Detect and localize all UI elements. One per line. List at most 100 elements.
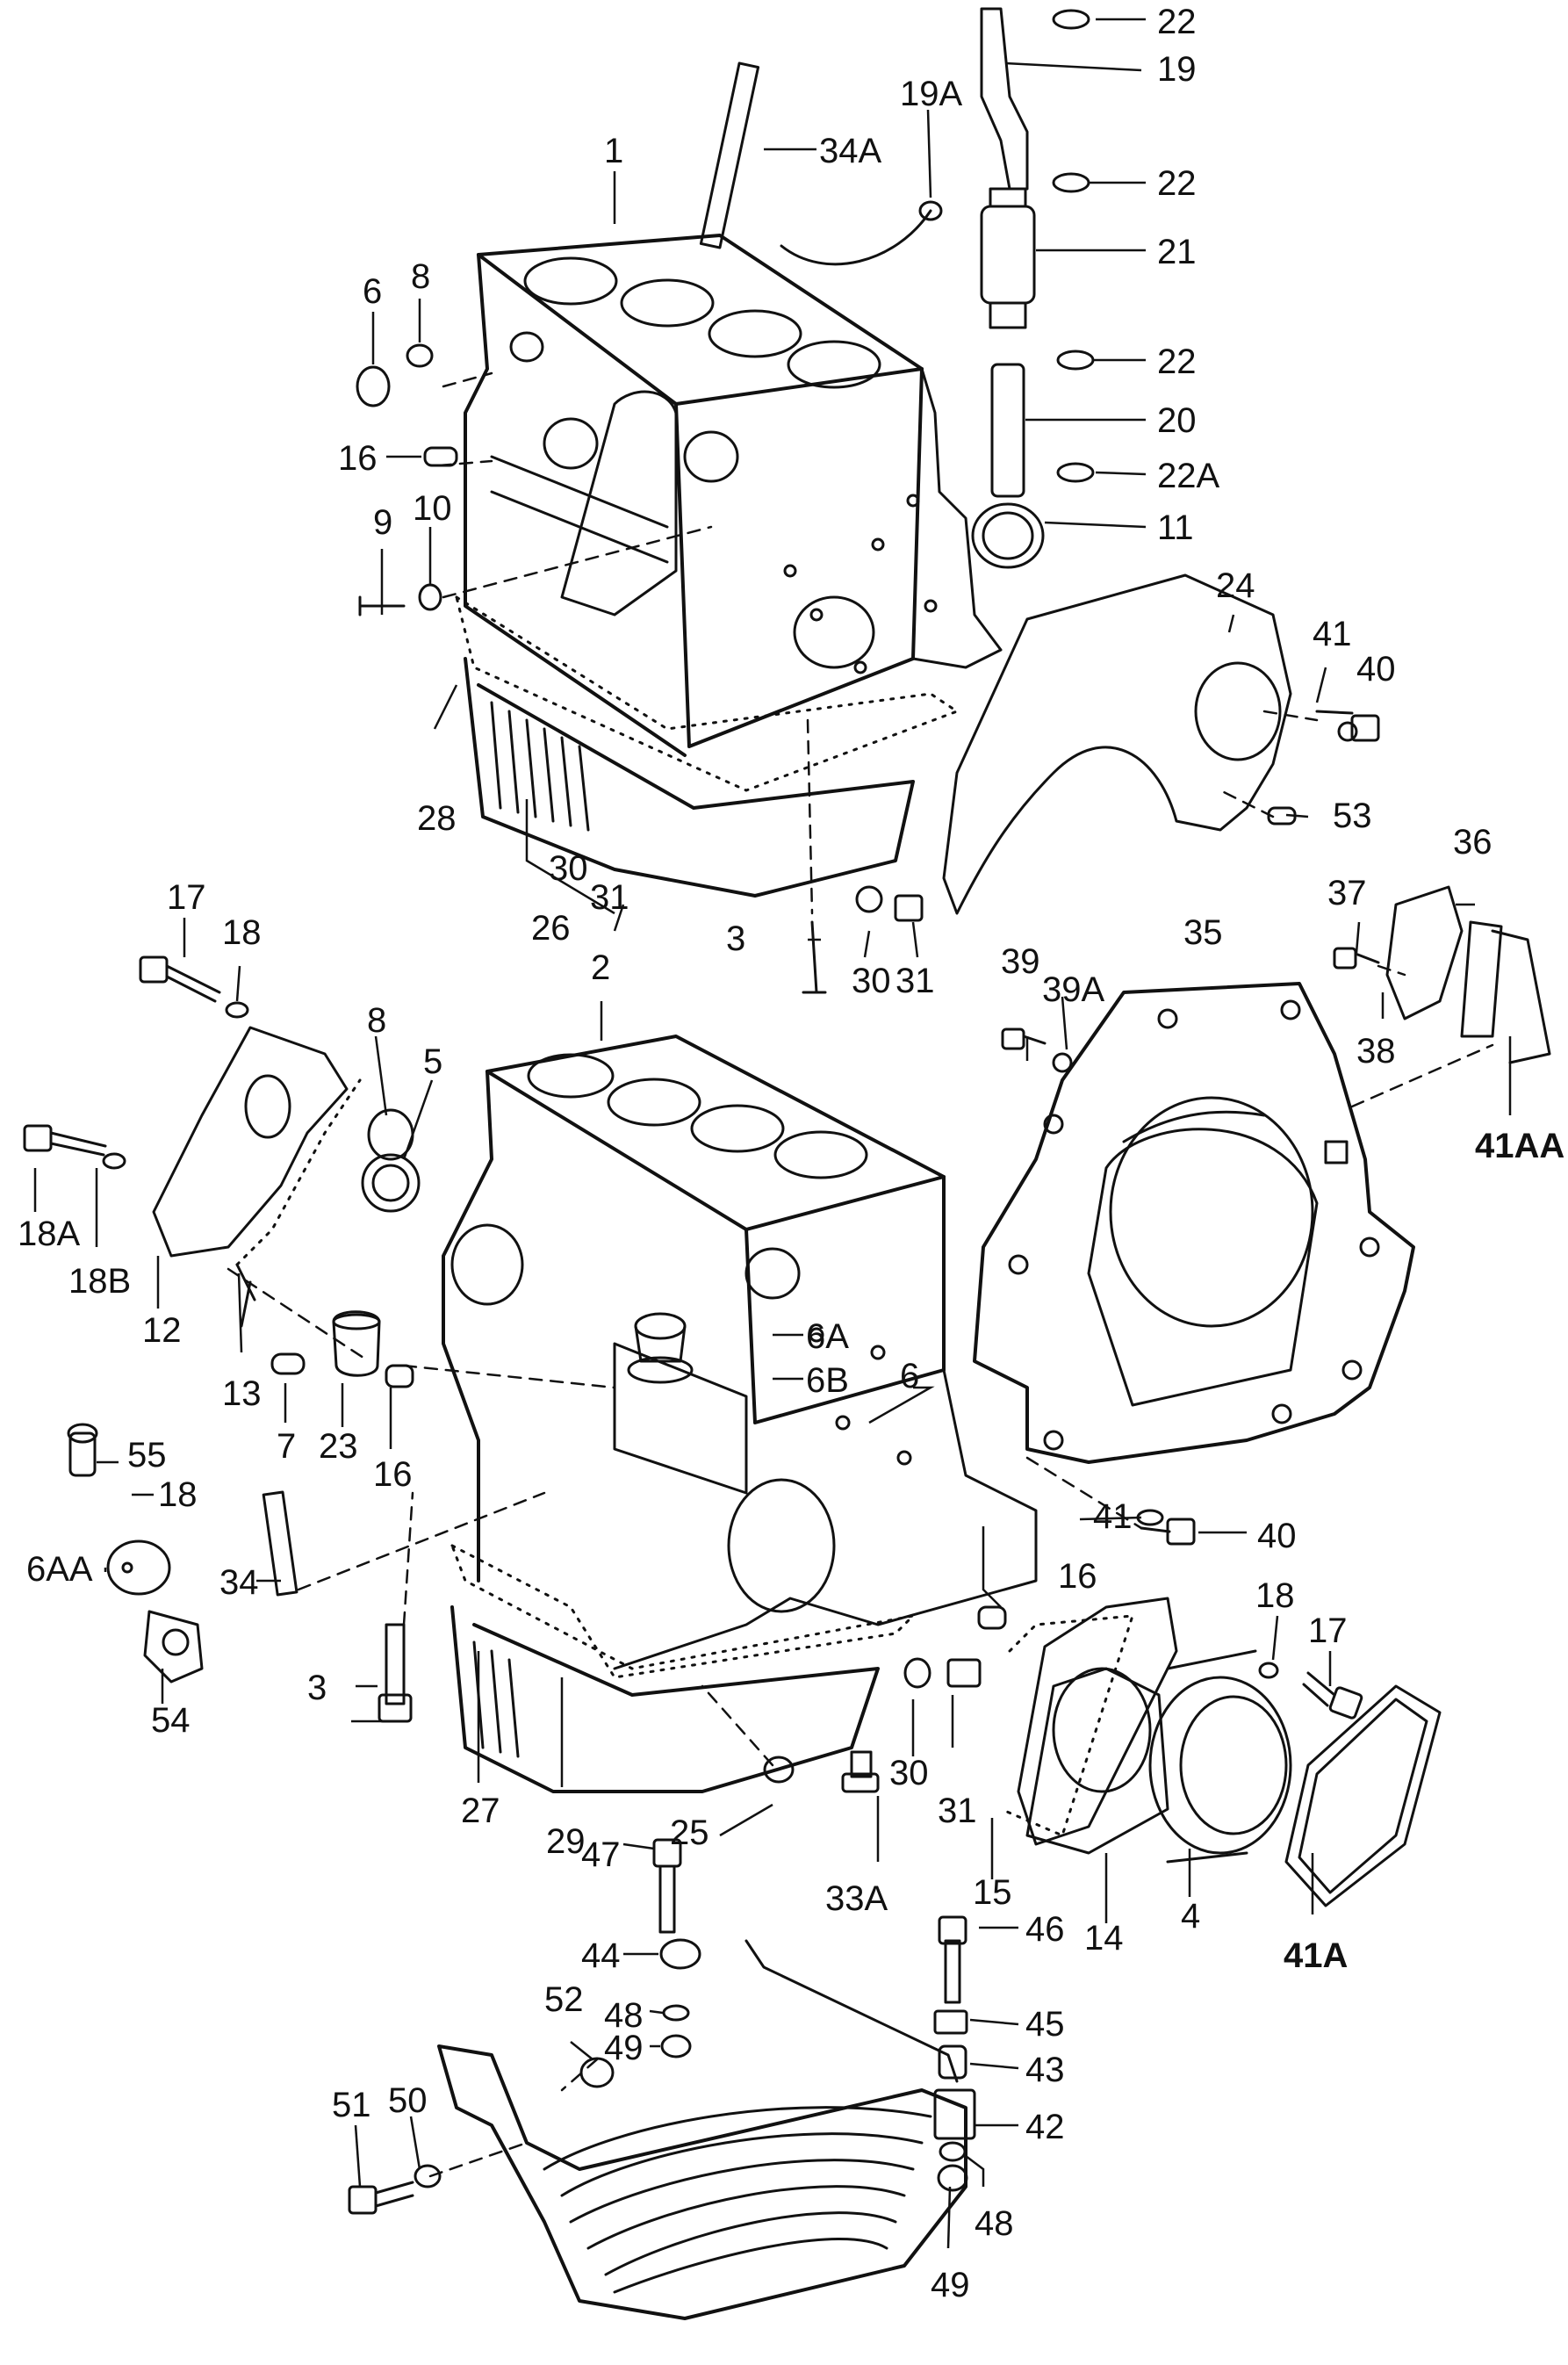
- label-11: 11: [1157, 508, 1194, 547]
- label-48-top: 48: [604, 1996, 644, 2035]
- label-52: 52: [544, 1980, 584, 2019]
- seal-flange-12-13: [152, 1026, 362, 1328]
- label-18-pump: 18: [158, 1475, 198, 1514]
- label-41-lower: 41: [1093, 1497, 1133, 1536]
- sump-guard-42: [437, 1939, 976, 2320]
- label-5: 5: [423, 1042, 442, 1081]
- label-16-lower: 16: [373, 1455, 413, 1494]
- seals-8-5: [361, 1108, 421, 1213]
- label-25: 25: [670, 1813, 709, 1852]
- label-2: 2: [591, 948, 610, 987]
- cover-plate-24: [942, 573, 1292, 915]
- label-8-lower: 8: [367, 1001, 386, 1040]
- label-40-lower: 40: [1257, 1517, 1297, 1555]
- label-6b: 6B: [806, 1361, 849, 1400]
- label-6-upper: 6: [363, 272, 382, 311]
- label-35: 35: [1183, 913, 1223, 952]
- label-49-bottom: 49: [931, 2266, 970, 2304]
- upper-small-parts: [356, 343, 1358, 994]
- label-55: 55: [127, 1436, 167, 1475]
- label-43: 43: [1025, 2051, 1065, 2089]
- label-16-upper: 16: [338, 439, 378, 478]
- label-28: 28: [417, 799, 457, 838]
- label-4: 4: [1181, 1897, 1200, 1936]
- label-33a: 33A: [825, 1879, 888, 1918]
- label-19a: 19A: [900, 75, 962, 113]
- label-27: 27: [461, 1792, 500, 1830]
- label-47: 47: [581, 1835, 621, 1874]
- label-42: 42: [1025, 2108, 1065, 2146]
- label-31-mid: 31: [895, 962, 935, 1000]
- guard-hardware: [348, 1838, 968, 2215]
- fuel-pump-cover: [67, 1423, 298, 1684]
- label-20: 20: [1157, 401, 1197, 440]
- reference-lines: [227, 371, 1494, 2178]
- label-48-bottom: 48: [975, 2204, 1014, 2243]
- label-6aa: 6AA: [26, 1550, 93, 1589]
- label-22-low: 22: [1157, 342, 1197, 381]
- label-24: 24: [1216, 566, 1255, 605]
- cover-36: [1385, 885, 1551, 1064]
- label-12: 12: [142, 1311, 182, 1350]
- label-9: 9: [373, 503, 392, 542]
- label-41a: 41A: [1284, 1936, 1348, 1975]
- label-26: 26: [531, 909, 571, 948]
- label-41aa: 41AA: [1475, 1127, 1564, 1165]
- label-21: 21: [1157, 233, 1197, 271]
- label-44: 44: [581, 1936, 621, 1975]
- label-18b: 18B: [68, 1262, 131, 1301]
- label-39: 39: [1001, 942, 1040, 981]
- label-46: 46: [1025, 1910, 1065, 1949]
- part-number-labels: 1 34A 19A 22 19 22 21 22 20 22A 11 6 8 1…: [18, 3, 1564, 2304]
- label-54: 54: [151, 1701, 191, 1740]
- label-37: 37: [1327, 874, 1367, 912]
- label-31-lower: 31: [938, 1792, 977, 1830]
- label-17-right: 17: [1308, 1612, 1348, 1650]
- oil-filler-cap: [627, 1312, 694, 1384]
- intermediate-plate-35: [973, 982, 1415, 1464]
- label-29: 29: [546, 1822, 586, 1861]
- label-6a: 6A: [806, 1317, 849, 1356]
- label-18-right: 18: [1255, 1576, 1295, 1615]
- cylinder-block-lower: [442, 1035, 1038, 1793]
- label-22-mid: 22: [1157, 164, 1197, 203]
- rear-flange-assembly: [999, 1597, 1442, 1907]
- label-38: 38: [1356, 1032, 1396, 1071]
- label-16-right: 16: [1058, 1557, 1097, 1596]
- cylinder-block-upper: [455, 234, 1003, 898]
- label-30-lower: 30: [889, 1754, 929, 1792]
- leader-lines: [33, 18, 1512, 2249]
- label-18-left: 18: [222, 913, 262, 952]
- label-36: 36: [1453, 823, 1492, 862]
- right-bolts: [977, 1605, 1363, 1720]
- label-14: 14: [1084, 1919, 1124, 1958]
- label-34a: 34A: [819, 132, 881, 170]
- label-51: 51: [332, 2086, 371, 2124]
- label-18a: 18A: [18, 1215, 80, 1253]
- label-1: 1: [604, 132, 623, 170]
- label-30-mid: 30: [852, 962, 891, 1000]
- label-13: 13: [222, 1374, 262, 1413]
- label-41-upper: 41: [1313, 615, 1352, 653]
- label-6-lower: 6: [900, 1357, 919, 1395]
- label-10: 10: [413, 489, 452, 528]
- label-50: 50: [388, 2081, 428, 2120]
- label-39a: 39A: [1042, 970, 1104, 1009]
- label-22a: 22A: [1157, 457, 1219, 495]
- label-31-upper: 31: [590, 878, 629, 917]
- dipstick-34a: [699, 61, 760, 249]
- label-34: 34: [219, 1563, 259, 1602]
- label-45: 45: [1025, 2005, 1065, 2044]
- label-19: 19: [1157, 50, 1197, 89]
- label-17-left: 17: [167, 878, 206, 917]
- pump-parts-7-23: [270, 1310, 414, 1388]
- label-15: 15: [973, 1873, 1012, 1912]
- label-30-upper: 30: [549, 849, 588, 888]
- label-23: 23: [319, 1427, 358, 1466]
- label-7: 7: [277, 1427, 296, 1466]
- label-22-top: 22: [1157, 3, 1197, 41]
- label-8-upper: 8: [411, 257, 430, 296]
- label-3-lower: 3: [307, 1669, 327, 1707]
- label-53: 53: [1333, 797, 1372, 835]
